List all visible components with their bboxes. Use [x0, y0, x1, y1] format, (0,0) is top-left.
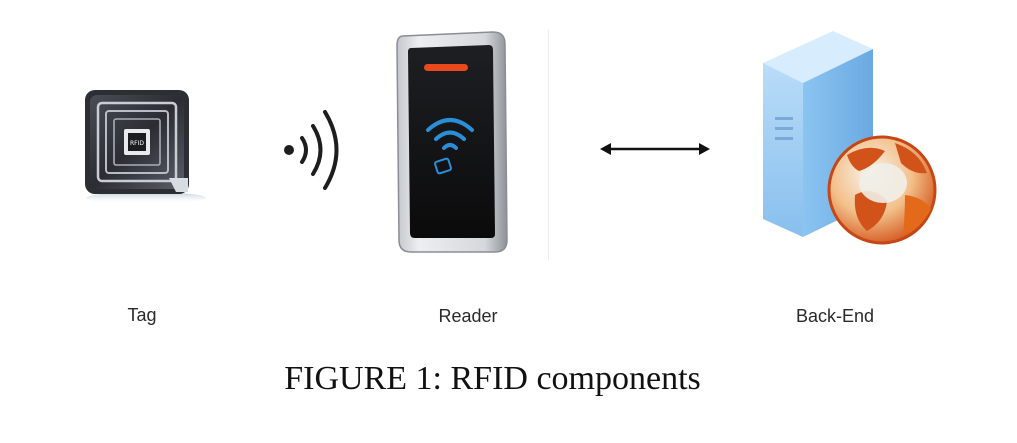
backend-label: Back-End [780, 306, 890, 327]
reader-component [393, 30, 513, 255]
tag-component: RFID [70, 80, 220, 210]
rfid-reader-icon [393, 30, 513, 255]
svg-text:RFID: RFID [130, 140, 144, 147]
server-globe-icon [755, 25, 940, 250]
figure-caption: FIGURE 1: RFID components [0, 360, 985, 398]
backend-component [755, 25, 940, 250]
reader-backend-link [598, 134, 712, 164]
reader-label: Reader [418, 306, 518, 327]
rfid-tag-icon: RFID [70, 80, 220, 210]
panel-divider [548, 30, 549, 260]
radio-waves-icon [280, 100, 355, 200]
tag-label: Tag [112, 305, 172, 326]
tag-reader-link [280, 100, 355, 200]
double-arrow-icon [598, 134, 712, 164]
